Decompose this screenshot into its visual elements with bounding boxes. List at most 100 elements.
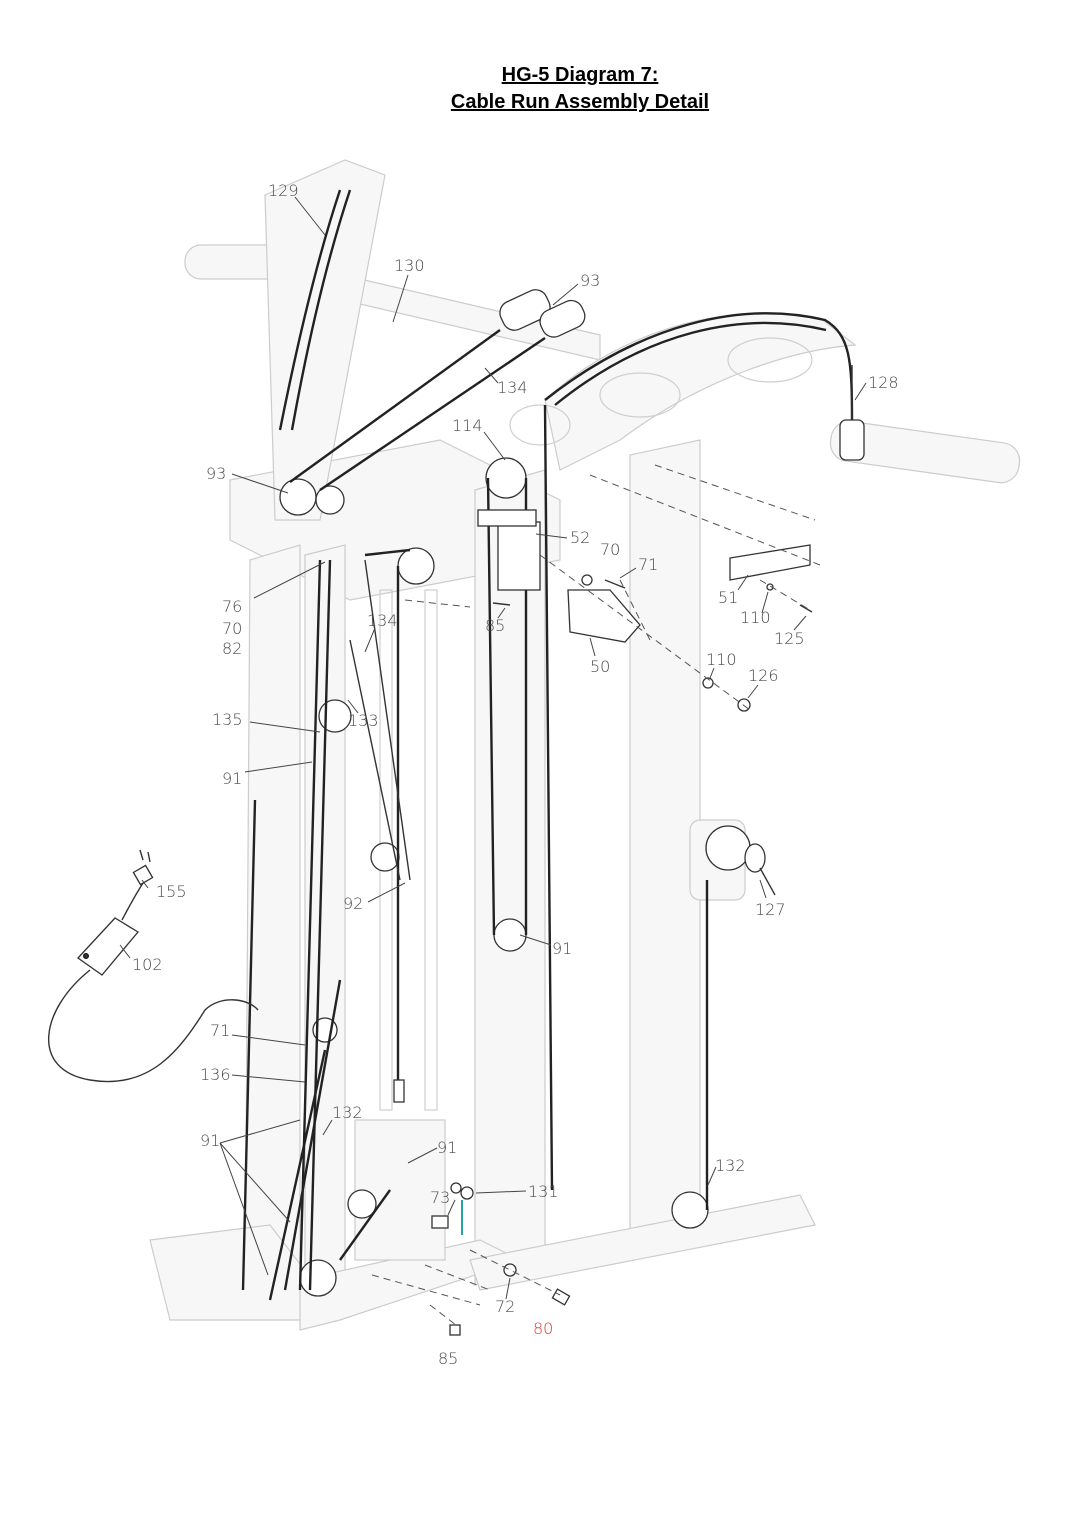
pulley-93-left-b: [315, 485, 345, 515]
callout-136: 136: [200, 1065, 231, 1084]
leader-91a: [244, 761, 313, 773]
boom-cutout-2: [599, 372, 681, 418]
cable-boom-b: [554, 321, 827, 406]
dash-52-126: [539, 554, 751, 711]
pulley-93-left-a: [279, 478, 317, 516]
leader-85a: [497, 607, 506, 619]
cable-top-link: [364, 548, 411, 557]
leader-132a: [322, 1119, 333, 1136]
leader-91d: [407, 1147, 438, 1164]
cable-boom: [544, 312, 854, 421]
part-71-bolt: [604, 579, 626, 589]
dash-51-top-b: [654, 464, 816, 521]
part-155-plug: [132, 864, 154, 886]
leader-73: [447, 1199, 456, 1216]
part-80-bolt: [551, 1288, 571, 1306]
part-110-washer-a: [766, 583, 774, 591]
part-127-clip: [744, 843, 766, 873]
leader-110a: [761, 591, 769, 614]
cable-left-outer: [241, 799, 257, 1291]
pulley-bottom-mid: [347, 1189, 377, 1219]
callout-72: 72: [495, 1297, 515, 1316]
callout-80: 80: [533, 1319, 553, 1338]
part-73-nut: [431, 1215, 449, 1229]
leader-126: [747, 684, 759, 699]
pulley-top-center: [397, 547, 435, 585]
cable-left-a: [298, 559, 322, 1291]
dash-85-bottom: [371, 1274, 481, 1306]
cable-bottom-diag: [339, 1189, 391, 1261]
leader-133: [347, 699, 359, 714]
leader-91b: [519, 934, 552, 946]
part-102-adapter: [77, 917, 139, 976]
leader-93a: [552, 283, 579, 306]
leader-129: [294, 196, 326, 236]
callout-102: 102: [132, 955, 163, 974]
leader-135: [249, 721, 321, 733]
part-70-washer: [581, 574, 593, 586]
callout-71-left: 71: [210, 1021, 230, 1040]
callout-91-left: 91: [222, 769, 242, 788]
adapter-plug-cord: [121, 879, 146, 921]
leader-92: [367, 882, 406, 903]
callout-50: 50: [590, 657, 610, 676]
leader-102: [119, 944, 131, 959]
part-131-fitting-b: [450, 1182, 462, 1194]
callout-127: 127: [755, 900, 786, 919]
adapter-led: [83, 953, 89, 959]
assembly-lines: [371, 464, 821, 1326]
exploded-parts: [393, 509, 813, 1336]
pulley-135: [318, 699, 352, 733]
pulley-93-top-a: [499, 289, 551, 331]
part-127-strap: [759, 867, 776, 896]
leader-134a: [484, 367, 499, 384]
leader-114: [483, 431, 506, 461]
leader-93b: [231, 473, 289, 494]
plug-pin-a: [139, 849, 144, 861]
leader-136: [231, 1074, 306, 1083]
callout-82: 82: [222, 639, 242, 658]
pullup-bar-right: [829, 420, 1021, 484]
callout-129: 129: [268, 181, 299, 200]
cable-129: [278, 189, 342, 431]
cable-136: [268, 1049, 327, 1301]
dash-51-top: [589, 474, 821, 566]
part-110-washer-b: [702, 677, 714, 689]
leader-lines: [119, 196, 867, 1300]
callout-155: 155: [156, 882, 187, 901]
leader-71a: [619, 567, 637, 579]
callout-134-top: 134: [497, 378, 528, 397]
part-51-plate: [729, 544, 811, 581]
callout-92: 92: [343, 894, 363, 913]
plug-pin-b: [147, 851, 151, 863]
leader-91c-1: [219, 1119, 301, 1144]
stack-fitting: [393, 1079, 405, 1103]
callout-132-right: 132: [715, 1156, 746, 1175]
callout-133: 133: [348, 711, 379, 730]
callout-91-stack: 91: [437, 1138, 457, 1157]
dash-80: [469, 1249, 561, 1296]
callout-128: 128: [868, 373, 899, 392]
callout-132-left: 132: [332, 1103, 363, 1122]
dash-85-top: [404, 599, 471, 608]
leader-127: [759, 879, 767, 899]
callout-130: 130: [394, 256, 425, 275]
callout-135: 135: [212, 710, 243, 729]
cable-134-diag: [364, 559, 411, 881]
dash-51-125: [759, 579, 811, 611]
leader-71b: [231, 1034, 306, 1046]
left-upright: [244, 544, 301, 1301]
part-72-washer: [503, 1263, 517, 1277]
guide-rod-2: [424, 589, 438, 1111]
title-line-1: HG-5 Diagram 7:: [501, 64, 659, 86]
callout-114: 114: [452, 416, 483, 435]
cable-134-top-a: [289, 329, 501, 483]
leader-130: [392, 274, 409, 323]
callout-93-top: 93: [580, 271, 600, 290]
pulley-114: [485, 457, 527, 499]
leader-134b: [364, 627, 376, 653]
part-131-fitting: [460, 1186, 474, 1200]
callout-76: 76: [222, 597, 242, 616]
leader-155: [141, 879, 149, 889]
